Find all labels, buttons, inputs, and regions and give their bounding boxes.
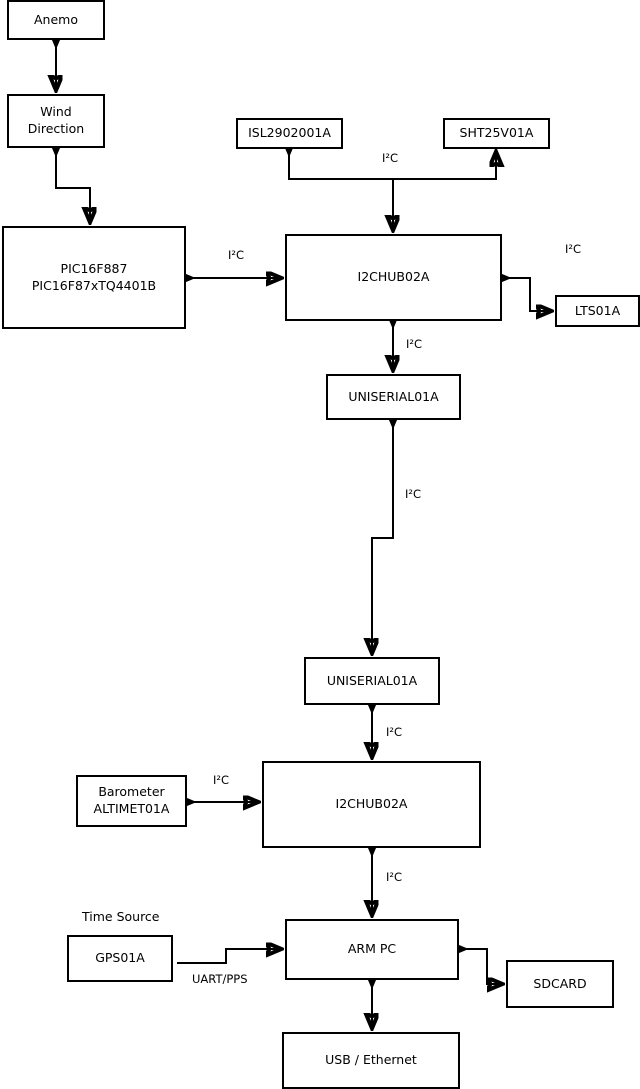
- node-usb-ethernet-label: USB / Ethernet: [325, 1052, 417, 1068]
- node-i2chub02a-top[interactable]: I2CHUB02A: [285, 234, 502, 321]
- node-barometer-altimet01a[interactable]: Barometer ALTIMET01A: [76, 775, 187, 827]
- node-sdcard-label: SDCARD: [533, 975, 587, 991]
- node-gps01a-label: GPS01A: [95, 950, 145, 966]
- node-isl2902001a-label: ISL2902001A: [248, 125, 331, 141]
- node-uniserial01a-top[interactable]: UNISERIAL01A: [326, 374, 461, 420]
- node-lts01a-label: LTS01A: [574, 302, 621, 318]
- node-i2chub02a-bottom[interactable]: I2CHUB02A: [262, 761, 481, 848]
- node-anemo[interactable]: Anemo: [7, 0, 105, 40]
- node-arm-pc-label: ARM PC: [347, 941, 397, 957]
- node-gps01a[interactable]: GPS01A: [67, 935, 173, 982]
- node-i2chub02a-top-label: I2CHUB02A: [357, 269, 430, 285]
- edge-label-hub-armpc-i2c: I²C: [386, 870, 403, 884]
- node-uniserial01a-top-label: UNISERIAL01A: [348, 388, 439, 404]
- node-wind-direction-label: Wind Direction: [27, 104, 85, 136]
- node-pic-mcu[interactable]: PIC16F887 PIC16F87xTQ4401B: [2, 226, 186, 329]
- node-sht25v01a[interactable]: SHT25V01A: [443, 118, 550, 149]
- edge-label-barometer-hub-i2c: I²C: [213, 773, 230, 787]
- node-usb-ethernet[interactable]: USB / Ethernet: [282, 1032, 460, 1089]
- node-sdcard[interactable]: SDCARD: [506, 960, 614, 1008]
- node-pic-mcu-label: PIC16F887 PIC16F87xTQ4401B: [31, 260, 157, 293]
- node-anemo-label: Anemo: [34, 11, 78, 27]
- node-wind-direction[interactable]: Wind Direction: [7, 94, 105, 148]
- edge-label-hub-lts-i2c: I²C: [565, 242, 582, 256]
- edge-label-gps-uart-pps: UART/PPS: [192, 972, 248, 986]
- edge-label-pic-hub-i2c: I²C: [228, 248, 245, 262]
- node-barometer-altimet01a-label: Barometer ALTIMET01A: [93, 784, 170, 816]
- node-sht25v01a-label: SHT25V01A: [459, 125, 534, 141]
- node-lts01a[interactable]: LTS01A: [555, 295, 640, 327]
- edge-label-uniserial-hub-bottom-i2c: I²C: [386, 725, 403, 739]
- node-i2chub02a-bottom-label: I2CHUB02A: [335, 796, 408, 812]
- node-uniserial01a-bottom-label: UNISERIAL01A: [326, 672, 418, 688]
- edge-label-sensor-bus-i2c: I²C: [382, 151, 399, 165]
- node-isl2902001a[interactable]: ISL2902001A: [236, 118, 343, 149]
- edge-label-uniserial-link-i2c: I²C: [405, 487, 422, 501]
- label-time-source: Time Source: [82, 909, 160, 924]
- node-uniserial01a-bottom[interactable]: UNISERIAL01A: [304, 657, 440, 705]
- node-arm-pc[interactable]: ARM PC: [285, 919, 459, 980]
- edge-label-hub-uniserial-i2c: I²C: [406, 337, 423, 351]
